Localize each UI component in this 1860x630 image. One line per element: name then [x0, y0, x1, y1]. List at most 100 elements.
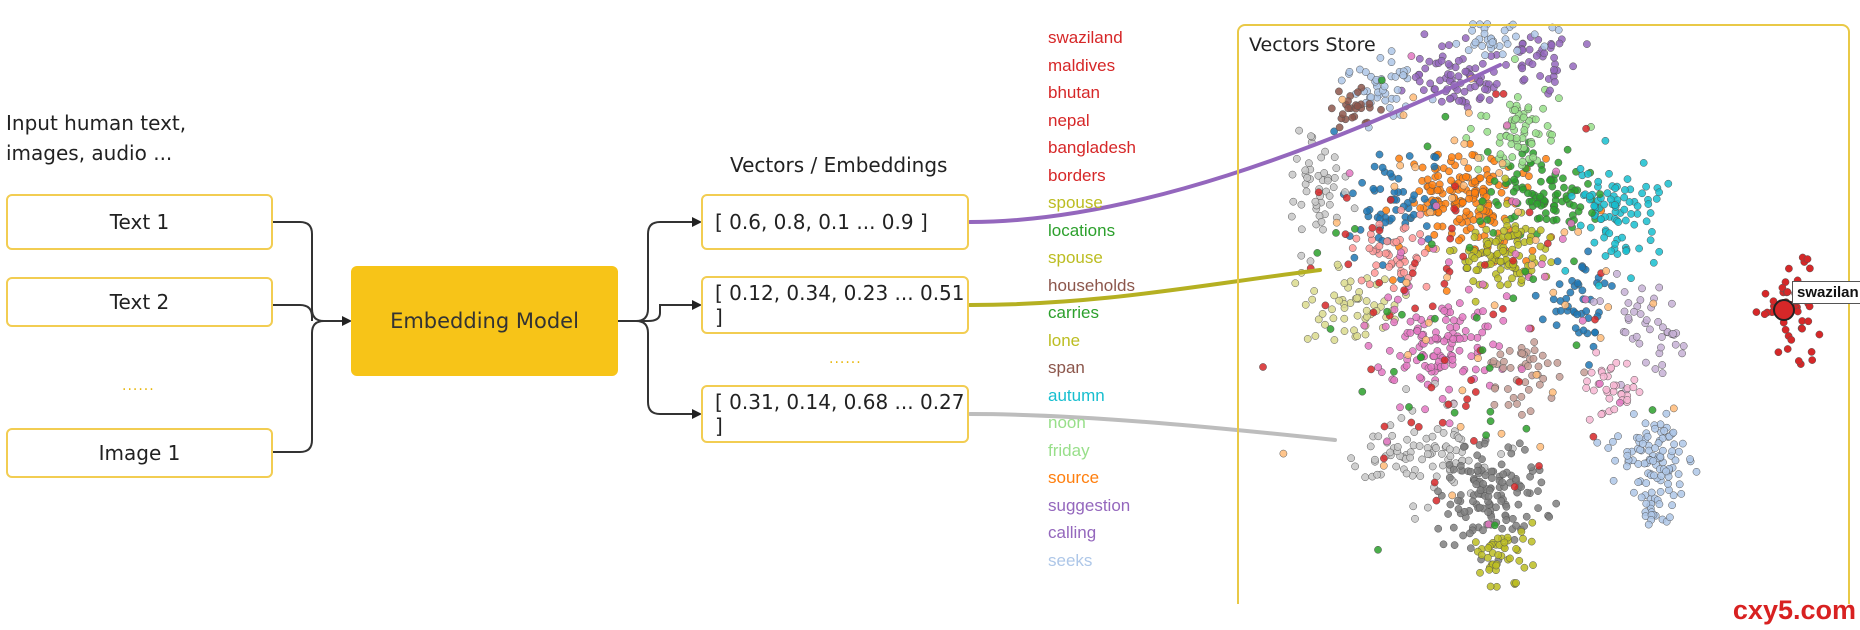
scatter-point: [1338, 110, 1347, 118]
scatter-point: [1542, 215, 1551, 224]
scatter-point: [1522, 512, 1531, 521]
scatter-point: [1330, 127, 1338, 136]
scatter-point: [1573, 279, 1582, 287]
scatter-point: [1449, 316, 1458, 325]
scatter-point: [1445, 445, 1454, 454]
scatter-point: [1358, 178, 1366, 187]
scatter-point: [1534, 362, 1543, 371]
scatter-point: [1519, 113, 1528, 122]
input-text-1[interactable]: Text 1: [6, 194, 273, 250]
scatter-point: [1459, 367, 1467, 376]
scatter-point: [1450, 541, 1459, 549]
scatter-point: [1590, 202, 1599, 210]
scatter-point: [1376, 54, 1385, 62]
scatter-point: [1297, 225, 1306, 234]
input-image-1[interactable]: Image 1: [6, 428, 273, 478]
scatter-point: [1462, 207, 1471, 216]
scatter-point: [1319, 225, 1327, 234]
scatter-point: [1589, 298, 1598, 306]
scatter-point: [1642, 217, 1651, 226]
scatter-point: [1571, 324, 1580, 332]
scatter-point: [1430, 231, 1439, 239]
scatter-point: [1373, 470, 1382, 479]
scatter-point: [1668, 299, 1676, 308]
scatter-point: [1406, 329, 1415, 337]
scatter-point: [1362, 297, 1371, 305]
scatter-point: [1328, 305, 1336, 314]
scatter-point: [1517, 275, 1526, 284]
scatter-point: [1573, 310, 1582, 319]
scatter-point: [1560, 183, 1568, 192]
embedding-model-block[interactable]: Embedding Model: [351, 266, 618, 376]
scatter-point: [1449, 523, 1458, 532]
scatter-point: [1543, 359, 1552, 368]
scatter-point: [1512, 114, 1520, 123]
scatter-point: [1455, 214, 1464, 223]
scatter-point: [1485, 96, 1494, 104]
scatter-point: [1591, 328, 1599, 337]
scatter-point: [1399, 71, 1408, 80]
scatter-point: [1426, 79, 1435, 88]
scatter-point: [1646, 325, 1654, 334]
scatter-point: [1454, 56, 1463, 65]
scatter-point: [1365, 99, 1374, 108]
scatter-point: [1387, 58, 1396, 67]
scatter-point: [1311, 332, 1320, 340]
scatter-point: [1613, 270, 1621, 278]
scatter-point: [1302, 187, 1311, 196]
word-label: nepal: [1048, 110, 1090, 130]
scatter-point: [1345, 67, 1354, 76]
word-label: bhutan: [1048, 83, 1100, 102]
scatter-point: [1292, 154, 1301, 163]
scatter-point: [1607, 247, 1616, 256]
scatter-point: [1478, 59, 1487, 68]
input-text-2[interactable]: Text 2: [6, 277, 273, 327]
scatter-point: [1635, 244, 1643, 253]
scatter-point: [1308, 295, 1317, 304]
scatter-point: [1340, 327, 1349, 335]
scatter-point: [1642, 182, 1650, 191]
scatter-point: [1504, 280, 1512, 289]
word-label: suggestion: [1048, 495, 1131, 515]
scatter-point: [1595, 281, 1603, 290]
scatter-point: [1479, 307, 1487, 316]
scatter-point: [1603, 189, 1612, 197]
scatter-point: [1599, 372, 1608, 381]
scatter-point: [1642, 358, 1650, 367]
scatter-point: [1354, 88, 1362, 96]
scatter-point: [1340, 314, 1349, 323]
scatter-point: [1529, 354, 1538, 363]
scatter-point: [1430, 162, 1439, 171]
word-label: households: [1048, 275, 1135, 295]
scatter-point: [1301, 300, 1310, 309]
scatter-point: [1624, 299, 1633, 307]
scatter-point: [1611, 239, 1619, 248]
vector-1[interactable]: [ 0.6, 0.8, 0.1 ... 0.9 ]: [701, 194, 969, 250]
scatter-point: [1546, 176, 1554, 185]
scatter-point: [1410, 191, 1418, 200]
scatter-point: [1335, 87, 1343, 96]
scatter-point: [1524, 189, 1532, 198]
scatter-point: [1679, 342, 1688, 350]
scatter-point: [1523, 488, 1532, 497]
vector-3[interactable]: [ 0.31, 0.14, 0.68 ... 0.27 ]: [701, 385, 969, 443]
scatter-point: [1455, 97, 1463, 105]
scatter-point: [1624, 314, 1633, 322]
scatter-point: [1466, 124, 1475, 133]
scatter-point: [1454, 152, 1463, 161]
scatter-point: [1303, 335, 1312, 343]
scatter-point: [1549, 205, 1558, 214]
vector-3-value: [ 0.31, 0.14, 0.68 ... 0.27 ]: [715, 390, 965, 438]
scatter-point: [1442, 287, 1451, 295]
scatter-point: [1389, 276, 1397, 284]
scatter-point: [1669, 329, 1677, 338]
scatter-point: [1582, 307, 1591, 315]
scatter-point: [1410, 428, 1419, 436]
word-label: lone: [1048, 330, 1081, 350]
scatter-point: [1497, 460, 1506, 469]
vector-2[interactable]: [ 0.12, 0.34, 0.23 ... 0.51 ]: [701, 276, 969, 334]
scatter-point: [1447, 176, 1455, 185]
scatter-point: [1374, 432, 1383, 441]
scatter-point: [1415, 54, 1424, 63]
